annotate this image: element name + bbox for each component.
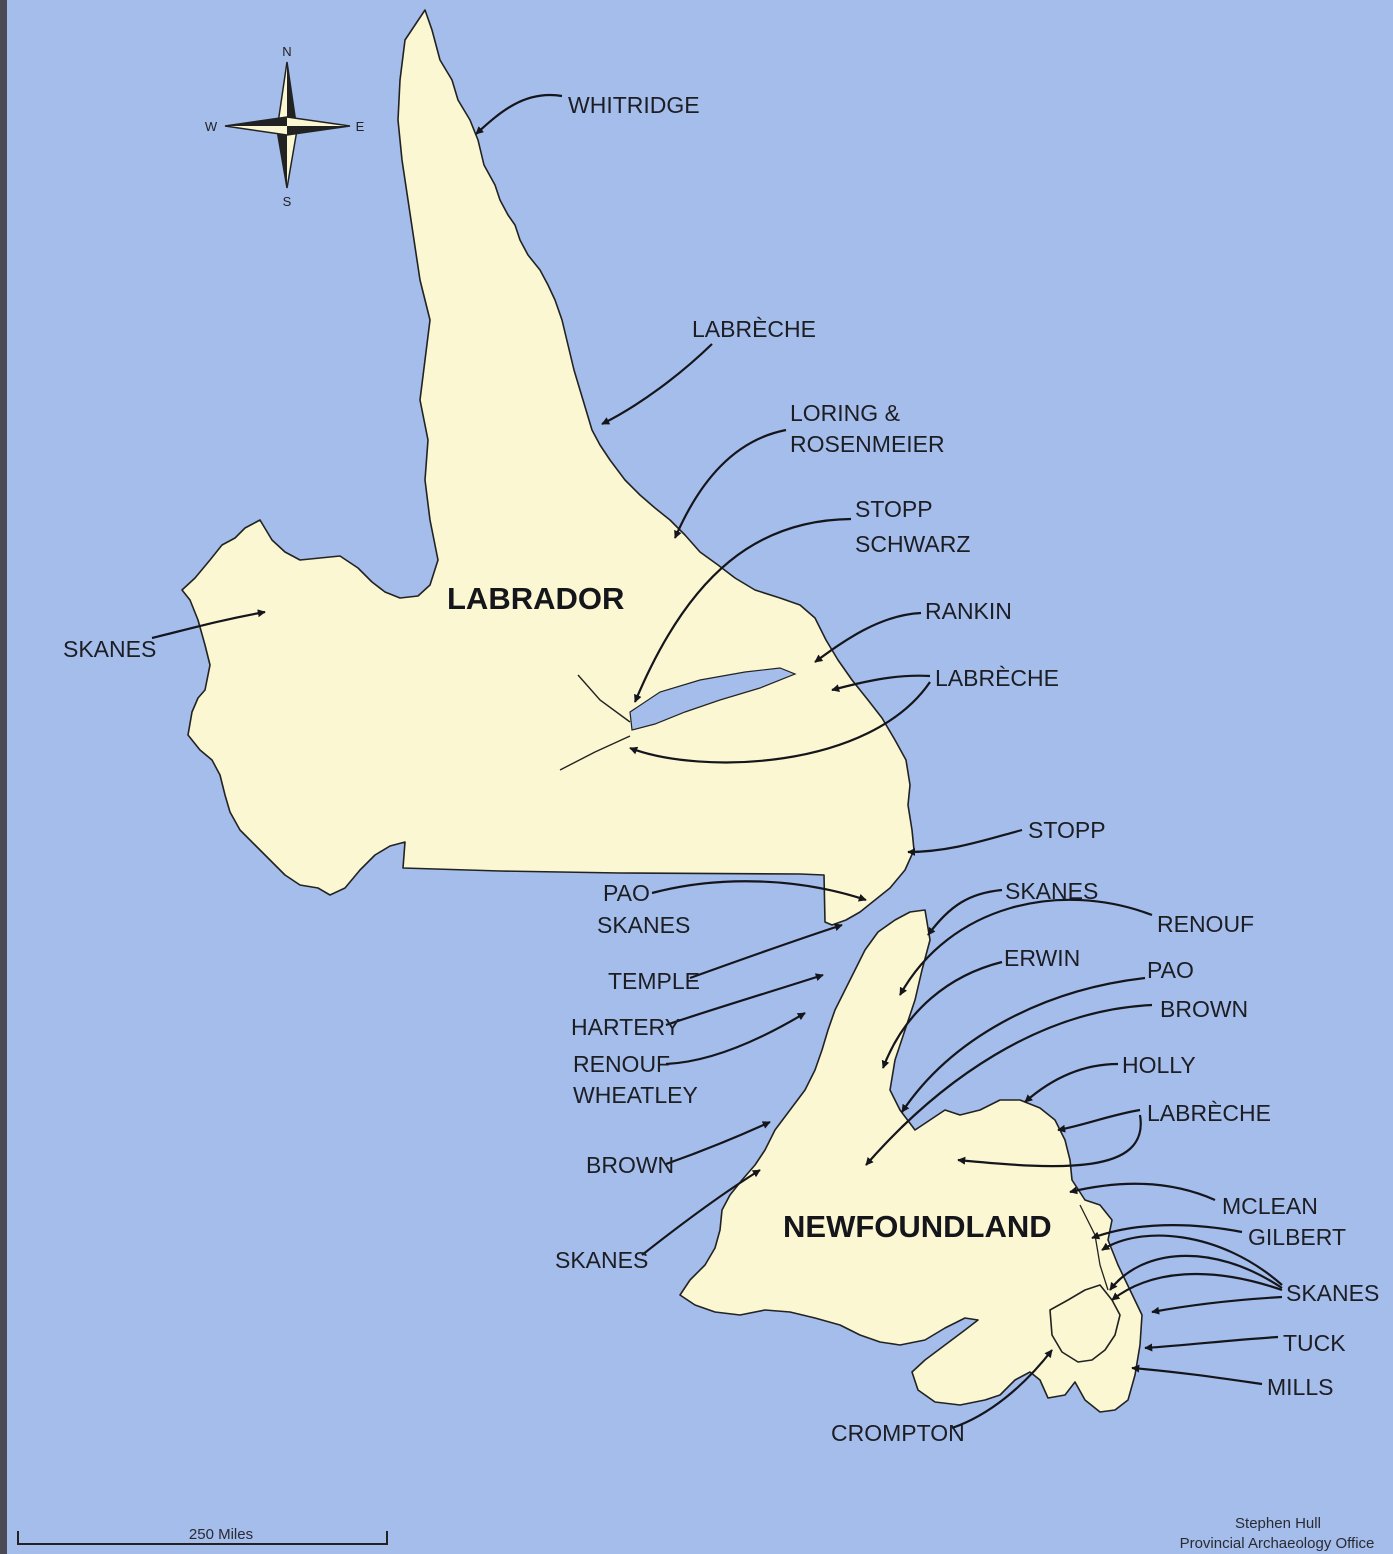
label-skanes-pao: SKANES (597, 912, 690, 938)
arrow-whitridge (475, 93, 563, 135)
label-schwarz: SCHWARZ (855, 531, 970, 557)
arrow-gilbert (1091, 1224, 1243, 1240)
lake-melville (629, 667, 797, 731)
label-stopp-north: STOPP (855, 496, 933, 522)
label-loring-line1: LORING & (790, 400, 900, 426)
label-labreche-north: LABRÈCHE (692, 316, 816, 342)
arrow-skanes-southwest (641, 1169, 761, 1256)
arrow-erwin (881, 960, 1003, 1069)
label-renouf-west: RENOUF (573, 1051, 670, 1077)
label-labreche-hamilton: LABRÈCHE (935, 665, 1059, 691)
newfoundland-landmass (679, 909, 1143, 1413)
arrow-skanes-west (151, 609, 266, 640)
label-holly: HOLLY (1122, 1052, 1196, 1078)
arrow-labreche-north (601, 343, 713, 425)
bonavista-bay-inlet (1079, 1204, 1109, 1291)
arrow-stopp-schwarz (633, 517, 852, 703)
arrow-mclean (1069, 1182, 1216, 1202)
label-pao: PAO (603, 880, 650, 906)
arrow-loring (673, 428, 787, 539)
arrow-mills (1131, 1364, 1263, 1386)
credit-office: Provincial Archaeology Office (1180, 1535, 1375, 1552)
arrow-skanes-avalon-d (1151, 1295, 1283, 1315)
arrow-skanes-north (927, 888, 1003, 936)
compass-w: W (205, 119, 218, 134)
arrow-skanes-avalon-a (1101, 1234, 1283, 1286)
compass-rose: N S E W (205, 44, 365, 209)
label-skanes-southwest: SKANES (555, 1247, 648, 1273)
arrow-labreche-nf-b (957, 1114, 1142, 1168)
region-label-newfoundland: NEWFOUNDLAND (783, 1209, 1052, 1244)
label-skanes-north: SKANES (1005, 878, 1098, 904)
label-skanes-avalon: SKANES (1286, 1280, 1379, 1306)
arrow-stopp-strait (907, 828, 1023, 856)
arrow-renouf-east (899, 898, 1153, 996)
label-mills: MILLS (1267, 1374, 1333, 1400)
label-labreche-nf: LABRÈCHE (1147, 1100, 1271, 1126)
river-inlet (559, 674, 631, 771)
arrow-skanes-avalon-b (1109, 1254, 1283, 1291)
arrow-crompton (951, 1349, 1053, 1430)
compass-n: N (282, 44, 291, 59)
arrow-labreche-nf-a (1057, 1108, 1141, 1133)
label-pao-east: PAO (1147, 957, 1194, 983)
region-label-labrador: LABRADOR (447, 581, 624, 616)
arrow-brown-east (865, 1003, 1153, 1166)
arrow-temple (689, 923, 843, 980)
label-hartery: HARTERY (571, 1014, 680, 1040)
arrow-labreche-hamilton-a (831, 674, 931, 693)
arrow-rankin (814, 611, 922, 663)
label-tuck: TUCK (1283, 1330, 1346, 1356)
site-labels: WHITRIDGE LABRÈCHE LORING & ROSENMEIER S… (63, 92, 1379, 1446)
arrow-brown-west (665, 1120, 771, 1166)
label-loring-line2: ROSENMEIER (790, 431, 945, 457)
scale-bar: 250 Miles (17, 1526, 388, 1545)
credit-author: Stephen Hull (1235, 1515, 1321, 1532)
site-arrows (151, 93, 1283, 1430)
arrow-skanes-avalon-c (1111, 1272, 1283, 1301)
arrow-hartery (665, 973, 824, 1027)
label-wheatley: WHEATLEY (573, 1082, 698, 1108)
arrow-pao-east (901, 976, 1146, 1113)
label-skanes-west: SKANES (63, 636, 156, 662)
label-stopp-strait: STOPP (1028, 817, 1106, 843)
arrow-holly (1024, 1062, 1119, 1103)
arrow-renouf-wheatley (665, 1012, 806, 1066)
label-mclean: MCLEAN (1222, 1193, 1318, 1219)
label-renouf-east: RENOUF (1157, 911, 1254, 937)
scale-label: 250 Miles (189, 1526, 253, 1543)
label-whitridge: WHITRIDGE (568, 92, 700, 118)
compass-s: S (283, 194, 292, 209)
arrow-labreche-hamilton-b (629, 681, 931, 764)
avalon-peninsula (1049, 1284, 1121, 1363)
label-rankin: RANKIN (925, 598, 1012, 624)
label-temple: TEMPLE (608, 968, 700, 994)
arrow-tuck (1144, 1335, 1279, 1352)
compass-e: E (356, 119, 365, 134)
left-frame-edge (0, 0, 7, 1554)
label-erwin: ERWIN (1004, 945, 1080, 971)
label-brown-west: BROWN (586, 1152, 674, 1178)
label-brown-east: BROWN (1160, 996, 1248, 1022)
arrow-pao-skanes (651, 880, 867, 902)
label-crompton: CROMPTON (831, 1420, 965, 1446)
label-gilbert: GILBERT (1248, 1224, 1346, 1250)
